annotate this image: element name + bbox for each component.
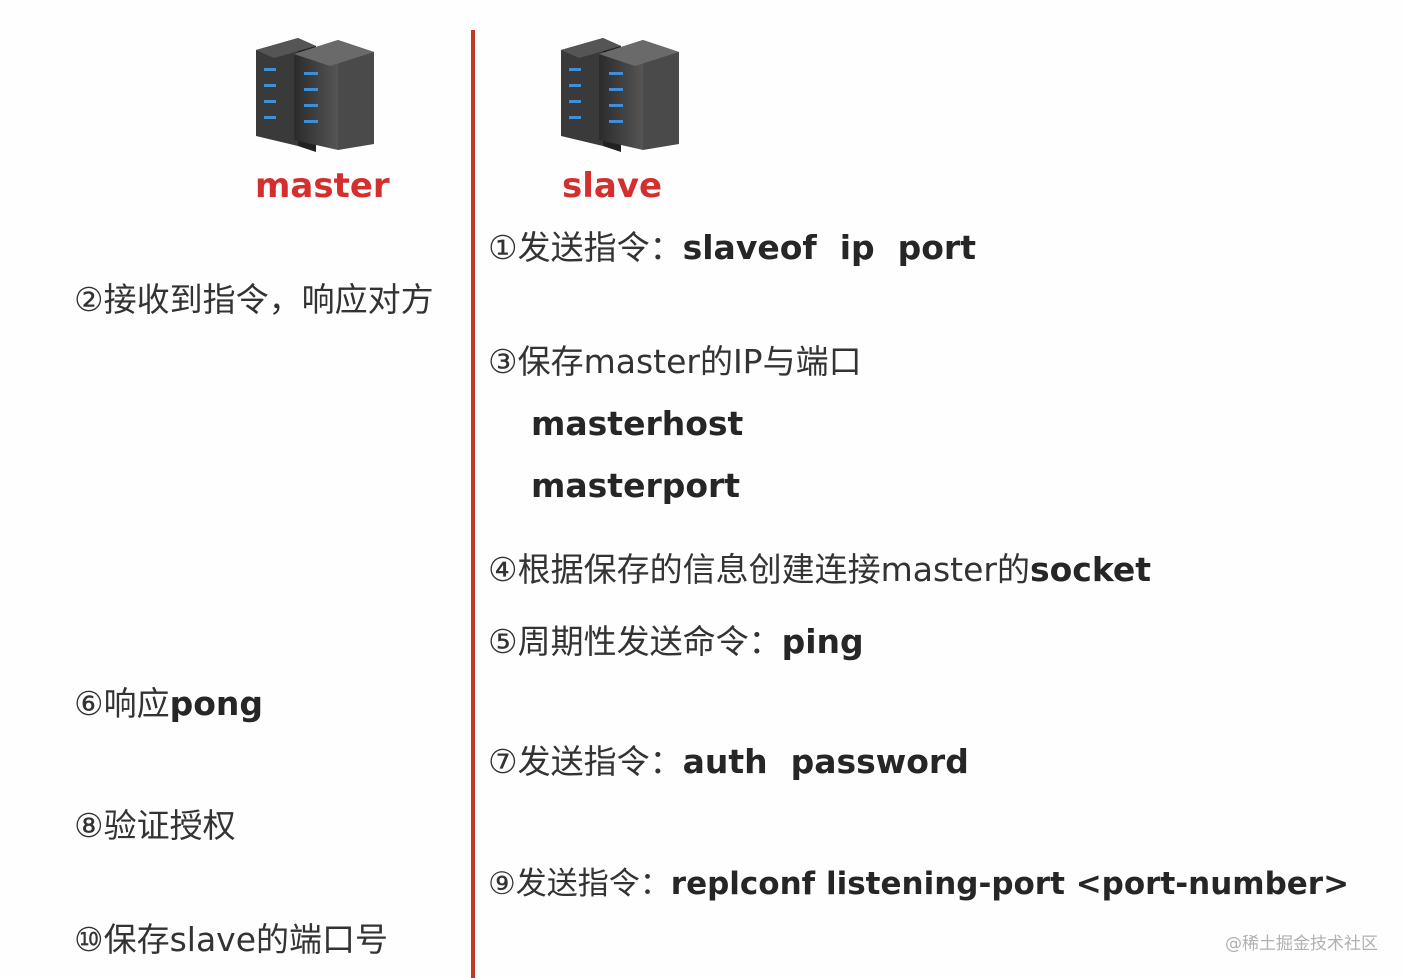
step-keyword: pong [169, 684, 264, 723]
master-step-6: ⑥响应pong [74, 684, 263, 724]
step-text: ②接收到指令，响应对方 [74, 280, 434, 319]
master-label: master [255, 166, 390, 206]
slave-label: slave [562, 166, 663, 206]
slave-step-5: ⑤周期性发送命令：ping [488, 622, 864, 662]
master-step-2: ②接收到指令，响应对方 [74, 280, 434, 320]
step-keyword: replconf listening-port <port-number> [670, 866, 1350, 902]
step-keyword: socket [1029, 550, 1152, 589]
step-text: ①发送指令： [488, 228, 683, 267]
step-text: ⑧验证授权 [74, 806, 236, 845]
timeline-divider [471, 30, 475, 978]
server-rack-icon [252, 28, 378, 154]
slave-step-4: ④根据保存的信息创建连接master的socket [488, 550, 1151, 590]
slave-step-7: ⑦发送指令：auth password [488, 742, 969, 782]
watermark: @稀土掘金技术社区 [1225, 934, 1378, 954]
server-rack-icon [557, 28, 683, 154]
step-text: ⑦发送指令： [488, 742, 683, 781]
step-text: ⑨发送指令： [488, 866, 671, 902]
masterhost-field: masterhost [531, 404, 744, 443]
master-step-10: ⑩保存slave的端口号 [74, 920, 388, 960]
step-text: ⑩保存slave的端口号 [74, 920, 388, 959]
masterport-field: masterport [531, 466, 741, 505]
step-keyword: auth password [682, 742, 969, 781]
slave-step-1: ①发送指令：slaveof ip port [488, 228, 976, 268]
step-text: ④根据保存的信息创建连接master的 [488, 550, 1030, 589]
step-text: ③保存master的IP与端口 [488, 342, 862, 381]
step-keyword: slaveof ip port [682, 228, 976, 267]
step-text: ⑥响应 [74, 684, 170, 723]
step-text: ⑤周期性发送命令： [488, 622, 782, 661]
step-keyword: ping [781, 622, 864, 661]
master-step-8: ⑧验证授权 [74, 806, 236, 846]
slave-step-9: ⑨发送指令：replconf listening-port <port-numb… [488, 864, 1349, 904]
slave-step-3: ③保存master的IP与端口 [488, 342, 862, 382]
